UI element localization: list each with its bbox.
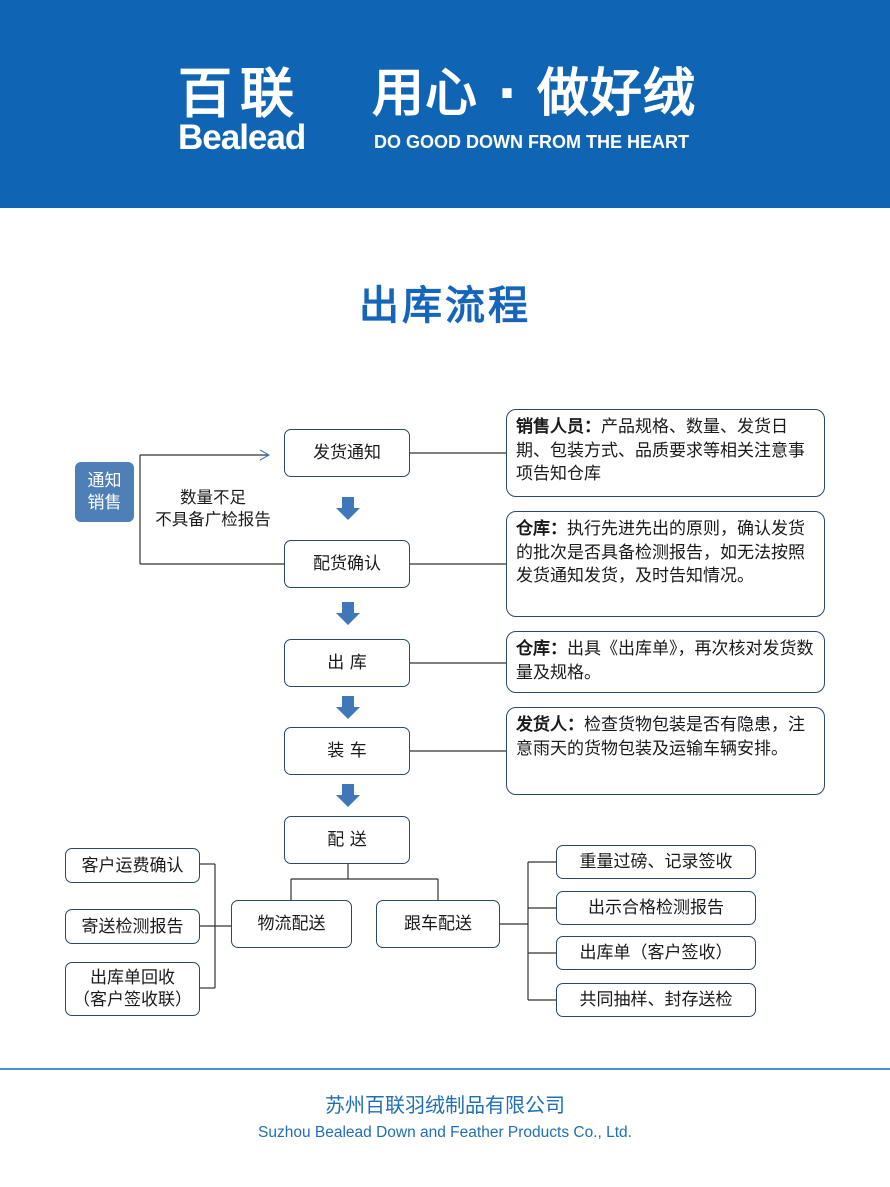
down-arrow-icon xyxy=(336,497,360,520)
note-warehouse-allocation: 仓库：执行先进先出的原则，确认发货的批次是否具备检测报告，如无法按照发货通知发货… xyxy=(506,511,825,617)
note-role: 仓库： xyxy=(516,519,567,539)
logistics-item-line: 出库单回收 xyxy=(90,968,175,988)
condition-line-1: 数量不足 xyxy=(180,488,246,507)
brand-logo-english: Bealead xyxy=(178,118,306,157)
down-arrow-icon xyxy=(336,602,360,625)
note-sales: 销售人员：产品规格、数量、发货日期、包装方式、品质要求等相关注意事项告知仓库 xyxy=(506,409,825,497)
notify-sales-tag: 通知 销售 xyxy=(75,462,134,522)
follow-item: 出示合格检测报告 xyxy=(556,891,756,925)
slogan-chinese: 用心 · 做好绒 xyxy=(372,64,696,124)
down-arrow-icon xyxy=(336,696,360,719)
note-warehouse-outbound: 仓库：出具《出库单》，再次核对发货数量及规格。 xyxy=(506,631,825,693)
branch-follow-delivery: 跟车配送 xyxy=(376,900,500,948)
follow-item: 出库单（客户签收） xyxy=(556,936,756,970)
logistics-item-line: （客户签收联） xyxy=(73,990,192,1010)
tag-line-2: 销售 xyxy=(87,493,122,513)
condition-line-2: 不具备广检报告 xyxy=(155,510,271,529)
brand-logo-chinese: 百联 xyxy=(178,62,302,125)
step-loading: 装 车 xyxy=(284,727,410,775)
shortage-condition-label: 数量不足 不具备广检报告 xyxy=(143,487,283,531)
note-text: 产品规格、数量、发货日期、包装方式、品质要求等相关注意事项告知仓库 xyxy=(516,417,805,484)
follow-item: 共同抽样、封存送检 xyxy=(556,983,756,1017)
step-outbound: 出 库 xyxy=(284,639,410,687)
note-role: 销售人员： xyxy=(516,417,601,437)
company-name-chinese: 苏州百联羽绒制品有限公司 xyxy=(325,1093,565,1117)
down-arrow-icon xyxy=(336,784,360,807)
note-role: 发货人： xyxy=(516,715,584,735)
tag-line-1: 通知 xyxy=(87,471,122,491)
note-text: 出具《出库单》，再次核对发货数量及规格。 xyxy=(516,639,814,683)
logistics-item: 出库单回收 （客户签收联） xyxy=(65,962,200,1016)
header-banner xyxy=(0,0,890,208)
note-shipper: 发货人：检查货物包装是否有隐患，注意雨天的货物包装及运输车辆安排。 xyxy=(506,707,825,795)
feedback-arrowhead xyxy=(259,449,271,461)
note-text: 执行先进先出的原则，确认发货的批次是否具备检测报告，如无法按照发货通知发货，及时… xyxy=(516,519,805,586)
logistics-item: 客户运费确认 xyxy=(65,848,200,883)
logistics-item: 寄送检测报告 xyxy=(65,909,200,944)
step-allocation-confirm: 配货确认 xyxy=(284,540,410,588)
company-name-english: Suzhou Bealead Down and Feather Products… xyxy=(258,1124,632,1141)
note-text: 检查货物包装是否有隐患，注意雨天的货物包装及运输车辆安排。 xyxy=(516,715,805,759)
note-role: 仓库： xyxy=(516,639,567,659)
slogan-english: DO GOOD DOWN FROM THE HEART xyxy=(374,132,689,152)
step-shipping-notice: 发货通知 xyxy=(284,429,410,477)
follow-item: 重量过磅、记录签收 xyxy=(556,845,756,879)
step-delivery: 配 送 xyxy=(284,816,410,864)
branch-logistics-delivery: 物流配送 xyxy=(231,900,352,948)
footer-divider xyxy=(0,1068,890,1070)
page-title: 出库流程 xyxy=(359,283,531,329)
